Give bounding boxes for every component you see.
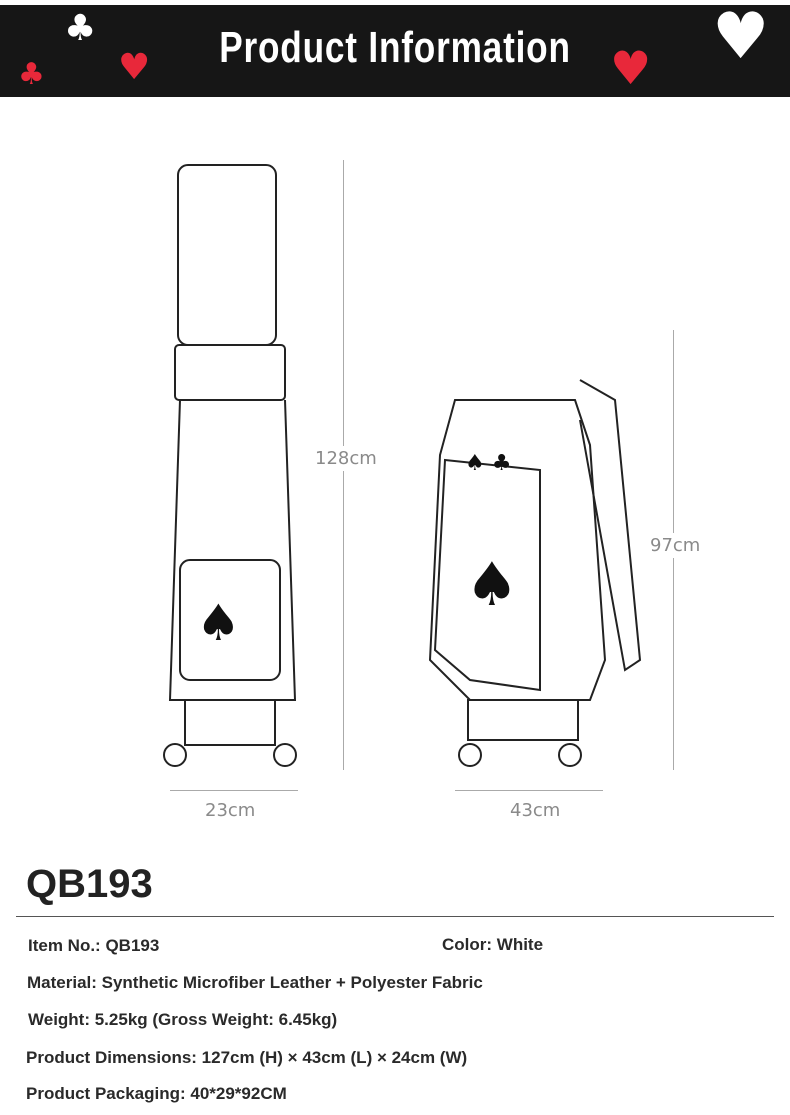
heart-icon: ♥ xyxy=(610,41,652,95)
heart-icon: ♥ xyxy=(712,0,770,74)
stand-bag-illustration: ♠ ♠ ♠ ♣ xyxy=(163,164,642,767)
divider xyxy=(16,916,774,917)
svg-text:♠ ♣: ♠ ♣ xyxy=(465,451,511,476)
model-title: QB193 xyxy=(26,862,153,906)
spec-material: Material: Synthetic Microfiber Leather +… xyxy=(27,973,483,992)
banner-title: Product Information xyxy=(219,23,571,72)
svg-text:♠: ♠ xyxy=(465,550,519,620)
cart-width-label: 43cm xyxy=(510,800,561,821)
stand-width-label: 23cm xyxy=(205,800,256,821)
heart-icon: ♥ xyxy=(118,47,151,88)
club-icon: ♣ xyxy=(18,57,45,92)
width-arrow xyxy=(170,790,298,791)
spec-item-no: Item No.: QB193 xyxy=(28,936,160,955)
spec-color: Color: White xyxy=(442,935,544,954)
svg-text:♠: ♠ xyxy=(196,594,241,652)
cart-height-label: 97cm xyxy=(650,533,701,558)
spec-packaging: Product Packaging: 40*29*92CM xyxy=(26,1084,287,1103)
width-arrow xyxy=(455,790,603,791)
spec-dimensions: Product Dimensions: 127cm (H) × 43cm (L)… xyxy=(26,1048,468,1067)
stand-height-label: 128cm xyxy=(315,446,377,471)
banner: ♣ ♣ ♥ ♥ ♥ Product Information xyxy=(0,5,790,97)
spec-weight: Weight: 5.25kg (Gross Weight: 6.45kg) xyxy=(28,1010,338,1029)
club-icon: ♣ xyxy=(64,8,97,49)
